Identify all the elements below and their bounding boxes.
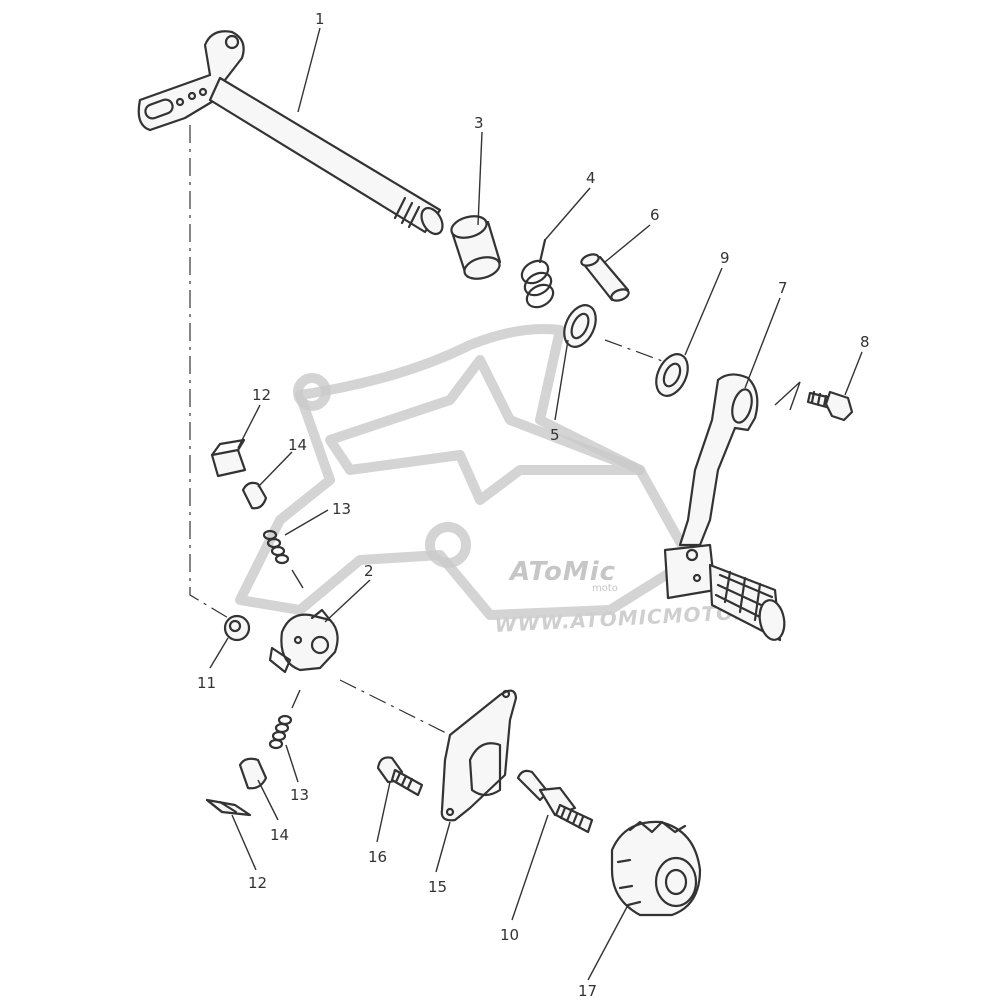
leader-5 — [554, 339, 569, 421]
callout-9: 9 — [720, 249, 730, 267]
part-return-spring — [520, 238, 555, 309]
leader-12-lower — [231, 814, 257, 871]
callout-6: 6 — [650, 206, 660, 224]
leader-3 — [477, 131, 483, 226]
callout-16: 16 — [368, 848, 387, 866]
callout-5: 5 — [550, 426, 560, 444]
part-bolt-pedal — [806, 390, 854, 422]
leader-14-lower — [257, 779, 279, 821]
part-oil-seal — [655, 353, 689, 397]
line-pedal-to-bolt — [774, 381, 801, 411]
callout-2: 2 — [364, 562, 374, 580]
part-cap-lower — [238, 757, 268, 790]
callout-7: 7 — [778, 279, 788, 297]
part-shift-shaft — [137, 30, 444, 236]
centerline-stopper-to-cover — [339, 679, 451, 736]
part-shift-pedal — [663, 373, 786, 642]
part-washer — [563, 304, 597, 348]
callout-3: 3 — [474, 114, 484, 132]
leader-10 — [511, 814, 549, 921]
callout-4: 4 — [586, 169, 596, 187]
line-stopper-to-spring — [291, 689, 301, 709]
callout-13-upper: 13 — [332, 500, 351, 518]
part-roller-lower — [205, 798, 252, 817]
leader-11 — [209, 637, 229, 669]
callout-10: 10 — [500, 926, 519, 944]
watermark-mountain-outline — [235, 324, 695, 620]
leader-6 — [604, 224, 651, 263]
leader-1 — [297, 27, 321, 113]
leader-4 — [544, 187, 591, 241]
centerline-washer-to-seal — [604, 339, 666, 363]
leader-17 — [587, 904, 629, 981]
part-stopper-lever — [268, 608, 339, 674]
part-collar — [450, 215, 502, 280]
part-shift-drum-segment — [610, 820, 702, 917]
callout-14-lower: 14 — [270, 826, 289, 844]
part-cap-upper — [241, 481, 268, 510]
callout-12-lower: 12 — [248, 874, 267, 892]
callout-12-upper: 12 — [252, 386, 271, 404]
watermark-logo-text: AToMic — [508, 557, 616, 587]
leader-2 — [324, 579, 371, 623]
watermark-node-center — [425, 522, 471, 568]
part-pin — [580, 253, 630, 302]
leader-lines — [209, 27, 863, 981]
leader-14-upper — [257, 451, 293, 488]
leader-8 — [844, 351, 863, 396]
callout-labels: 1 3 4 6 9 7 8 5 12 14 13 2 11 13 14 12 1… — [197, 10, 870, 1000]
leader-15 — [435, 821, 451, 873]
leader-13-upper — [284, 509, 329, 536]
watermark-logo-subtext: moto — [592, 583, 618, 594]
callout-14-upper: 14 — [288, 436, 307, 454]
leader-12-upper — [237, 404, 261, 449]
part-cover-plate — [440, 689, 518, 822]
centerline-shaft-to-washer — [189, 125, 241, 626]
watermark-star — [325, 355, 645, 505]
leader-16 — [376, 781, 391, 843]
line-spring-to-stopper — [291, 569, 304, 589]
callout-13-lower: 13 — [290, 786, 309, 804]
part-spring-lower — [268, 714, 293, 750]
leader-13-lower — [285, 744, 299, 783]
callout-1: 1 — [315, 10, 325, 28]
leader-9 — [684, 267, 723, 356]
leader-7 — [744, 297, 781, 389]
part-spring-upper — [262, 529, 290, 565]
part-stud-bolt — [516, 769, 594, 834]
callout-15: 15 — [428, 878, 447, 896]
callout-8: 8 — [860, 333, 870, 351]
assembly-lines — [189, 125, 801, 736]
part-washer-small — [223, 614, 251, 642]
part-roller-upper — [210, 438, 247, 478]
part-screw — [376, 756, 424, 797]
watermark-node-top — [293, 373, 331, 411]
callout-17: 17 — [578, 982, 597, 1000]
callout-11: 11 — [197, 674, 216, 692]
